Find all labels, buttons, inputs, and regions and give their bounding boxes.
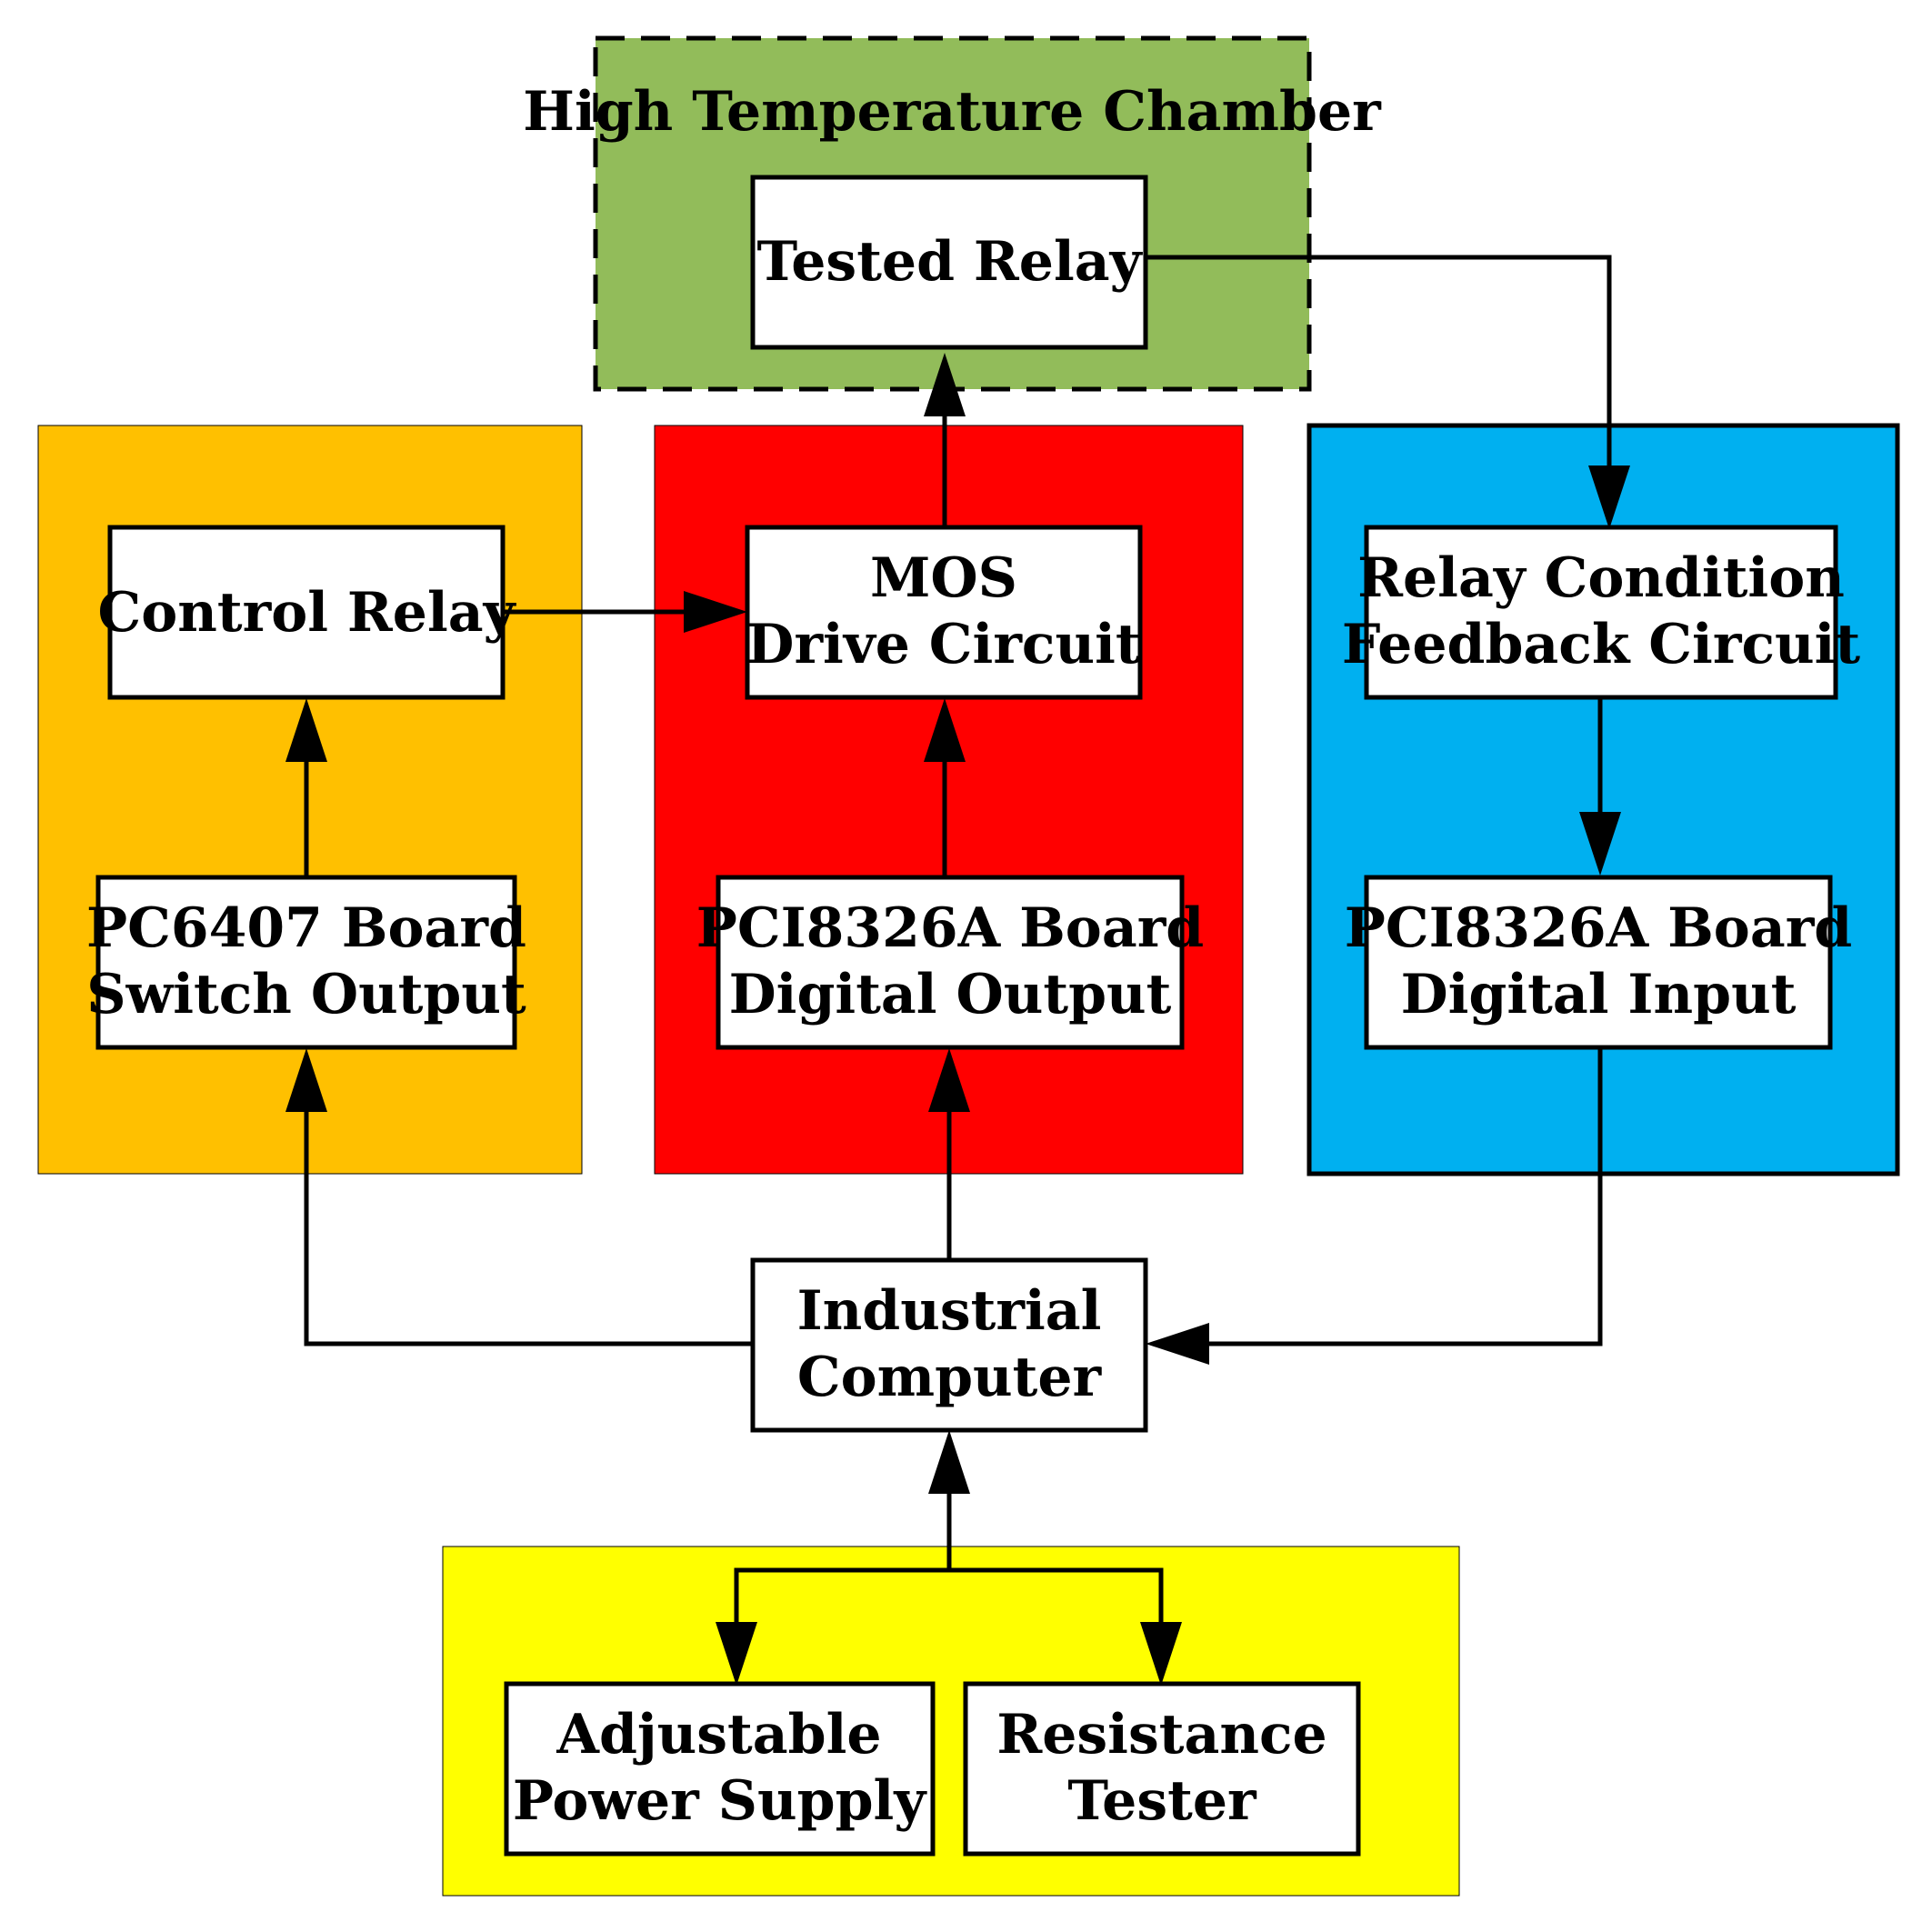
feedback-label-line2: Feedback Circuit: [1342, 613, 1861, 676]
node-tested-relay: Tested Relay: [750, 175, 1148, 350]
control-relay-label: Control Relay: [98, 581, 517, 645]
connector-pci-input-to-computer: [1196, 1048, 1603, 1346]
arrowhead-into-mos-drive-left: [684, 591, 747, 633]
arrowhead-into-mos-drive-bottom: [924, 698, 966, 762]
arrowhead-into-pci-output: [928, 1048, 970, 1112]
pci-input-label-line1: PCI8326A Board: [1345, 896, 1853, 960]
arrowhead-into-feedback-circuit: [1588, 465, 1630, 529]
arrowhead-into-tested-relay: [924, 353, 966, 416]
node-industrial-computer: Industrial Computer: [750, 1257, 1148, 1433]
arrowheads: [285, 353, 1630, 1686]
node-pc6407-board: PC6407 Board Switch Output: [86, 875, 526, 1050]
node-resistance-tester: Resistance Tester: [963, 1681, 1361, 1857]
pc6407-label-line2: Switch Output: [86, 963, 526, 1026]
pci-output-label-line2: Digital Output: [729, 963, 1172, 1026]
node-relay-condition-feedback: Relay Condition Feedback Circuit: [1342, 525, 1861, 700]
arrowhead-into-resistance-tester: [1140, 1622, 1182, 1686]
node-pci8326a-digital-output: PCI8326A Board Digital Output: [696, 875, 1205, 1050]
pc6407-label-line1: PC6407 Board: [86, 896, 526, 960]
resistance-tester-label-line1: Resistance: [996, 1703, 1326, 1767]
arrowhead-into-pc6407: [285, 1048, 327, 1112]
pci-input-label-line2: Digital Input: [1401, 963, 1797, 1026]
power-supply-label-line2: Power Supply: [513, 1769, 928, 1833]
node-mos-drive-circuit: MOS Drive Circuit: [745, 525, 1143, 700]
tested-relay-label: Tested Relay: [756, 230, 1143, 294]
arrowhead-into-control-relay: [285, 698, 327, 762]
connector-tested-relay-to-feedback: [1146, 255, 1612, 475]
power-supply-label-line1: Adjustable: [556, 1703, 881, 1767]
mos-drive-label-line1: MOS: [870, 546, 1017, 610]
connector-bus-to-resistance-tester: [949, 1567, 1164, 1631]
arrowhead-into-power-supply: [716, 1622, 757, 1686]
arrowhead-into-computer-bottom: [928, 1430, 970, 1494]
feedback-label-line1: Relay Condition: [1357, 546, 1845, 610]
resistance-tester-label-line2: Tester: [1067, 1769, 1257, 1833]
node-pci8326a-digital-input: PCI8326A Board Digital Input: [1345, 875, 1853, 1050]
computer-label-line1: Industrial: [797, 1279, 1102, 1343]
arrowhead-into-computer-right: [1146, 1323, 1209, 1365]
connector-bus-to-power-supply: [734, 1567, 949, 1631]
chamber-title: High Temperature Chamber: [523, 80, 1382, 144]
connectors: [304, 255, 1612, 1631]
connector-computer-to-pc6407: [304, 1098, 753, 1346]
pci-output-label-line1: PCI8326A Board: [696, 896, 1205, 960]
arrowhead-into-pci-input: [1579, 812, 1621, 876]
node-control-relay: Control Relay: [98, 525, 517, 700]
node-adjustable-power-supply: Adjustable Power Supply: [504, 1681, 936, 1857]
mos-drive-label-line2: Drive Circuit: [746, 613, 1140, 676]
computer-label-line2: Computer: [797, 1346, 1103, 1409]
